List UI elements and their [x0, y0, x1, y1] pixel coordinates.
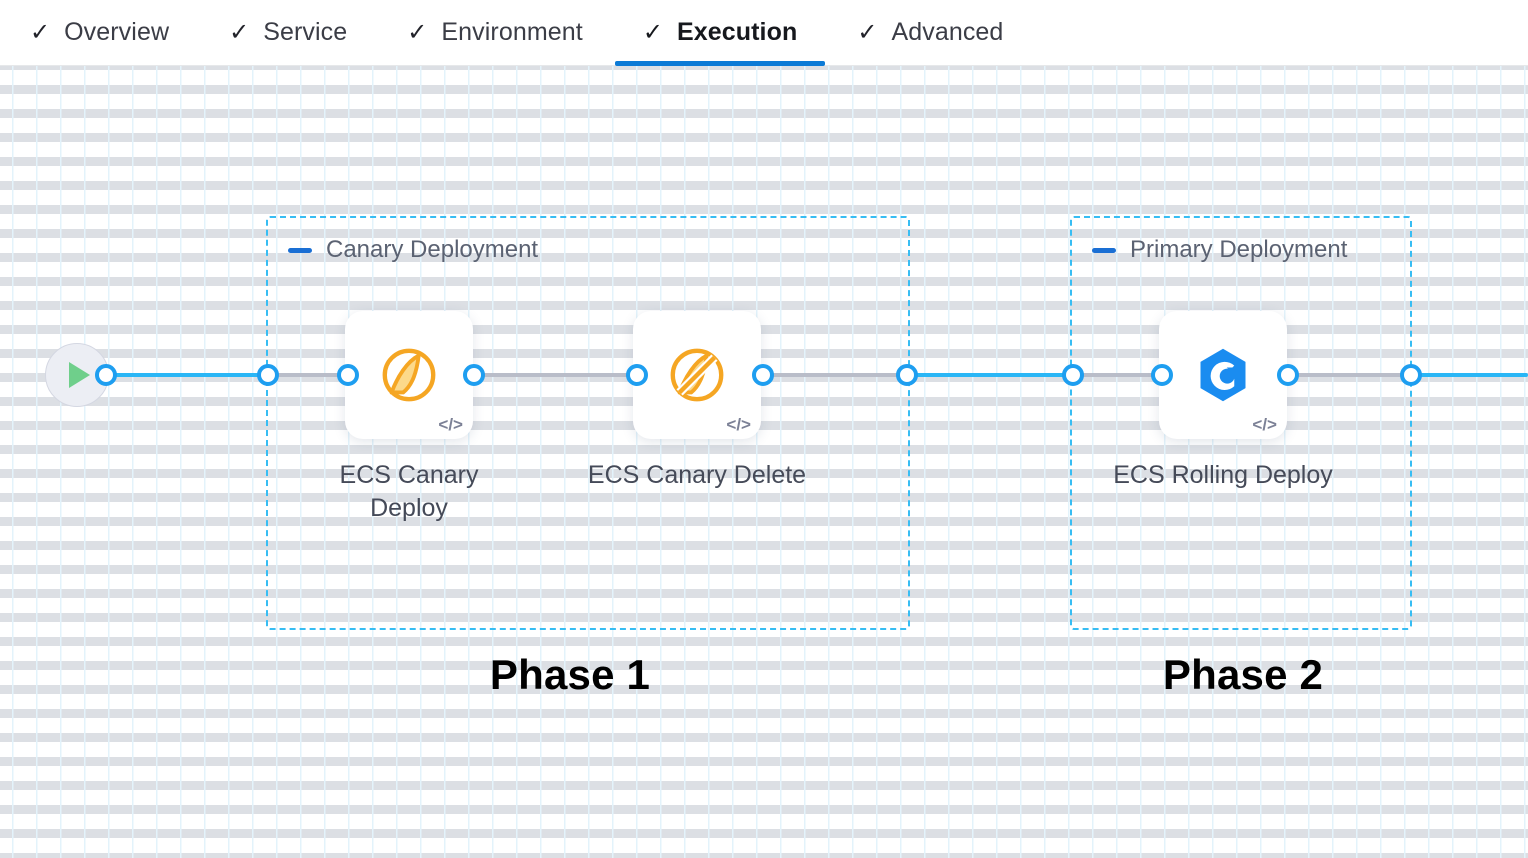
- ecs-rolling-deploy-icon: [1159, 311, 1287, 439]
- tab-overview[interactable]: ✓ Overview: [0, 0, 199, 66]
- stage-group-primary-deployment[interactable]: Primary Deployment: [1070, 216, 1412, 630]
- step-node-ecs-canary-delete[interactable]: </>: [633, 311, 761, 439]
- step-label-ecs-canary-delete: ECS Canary Delete: [587, 461, 807, 489]
- tab-execution[interactable]: ✓ Execution: [613, 0, 827, 66]
- group-title: Primary Deployment: [1130, 236, 1348, 263]
- ecs-canary-delete-icon: [633, 311, 761, 439]
- tab-label: Execution: [676, 18, 798, 46]
- check-icon: ✓: [857, 18, 878, 46]
- tab-advanced[interactable]: ✓ Advanced: [827, 0, 1033, 66]
- group-title: Canary Deployment: [326, 236, 539, 263]
- group-header: Primary Deployment: [1092, 236, 1347, 264]
- tab-label: Overview: [64, 18, 170, 46]
- step-label-ecs-canary-deploy: ECS Canary Deploy: [339, 461, 479, 523]
- edge-canary-group-to-primary-group: [906, 373, 1078, 377]
- edge-primary-in-to-rolling: [1074, 373, 1166, 377]
- step-node-ecs-canary-deploy[interactable]: </>: [345, 311, 473, 439]
- minus-icon[interactable]: [1092, 247, 1116, 253]
- code-icon[interactable]: </>: [438, 415, 463, 434]
- port-canary-group-output[interactable]: [896, 364, 918, 386]
- group-header: Canary Deployment: [288, 236, 538, 264]
- port-canary-delete-input[interactable]: [626, 364, 648, 386]
- pipeline-canvas[interactable]: Canary Deployment Primary Deployment: [0, 66, 1528, 858]
- edge-deploy-to-delete: [472, 373, 644, 377]
- edge-rolling-to-primary-out: [1286, 373, 1416, 377]
- port-rolling-deploy-output[interactable]: [1277, 364, 1299, 386]
- tab-label: Service: [263, 18, 348, 46]
- annotation-phase-2: Phase 2: [1162, 651, 1324, 698]
- port-primary-group-output[interactable]: [1400, 364, 1422, 386]
- port-start-output[interactable]: [95, 364, 117, 386]
- port-canary-deploy-input[interactable]: [337, 364, 359, 386]
- tab-label: Environment: [441, 18, 583, 46]
- edge-primary-group-to-next: [1414, 373, 1528, 377]
- edge-delete-to-group-out: [762, 373, 914, 377]
- port-primary-group-input[interactable]: [1062, 364, 1084, 386]
- check-icon: ✓: [30, 18, 51, 46]
- port-canary-group-input[interactable]: [257, 364, 279, 386]
- port-canary-delete-output[interactable]: [752, 364, 774, 386]
- ecs-canary-deploy-icon: [345, 311, 473, 439]
- edge-start-to-canary-group: [104, 373, 276, 377]
- port-rolling-deploy-input[interactable]: [1151, 364, 1173, 386]
- annotation-phase-1: Phase 1: [489, 651, 651, 698]
- tab-environment[interactable]: ✓ Environment: [377, 0, 613, 66]
- port-canary-deploy-output[interactable]: [463, 364, 485, 386]
- code-icon[interactable]: </>: [1252, 415, 1277, 434]
- tab-service[interactable]: ✓ Service: [199, 0, 377, 66]
- play-icon: [69, 362, 90, 388]
- check-icon: ✓: [229, 18, 250, 46]
- check-icon: ✓: [642, 18, 663, 46]
- code-icon[interactable]: </>: [726, 415, 751, 434]
- minus-icon[interactable]: [288, 247, 312, 253]
- edge-group-in-to-deploy: [274, 373, 356, 377]
- check-icon: ✓: [407, 18, 428, 46]
- tab-label: Advanced: [891, 18, 1004, 46]
- wizard-tab-bar: ✓ Overview ✓ Service ✓ Environment ✓ Exe…: [0, 0, 1528, 66]
- step-node-ecs-rolling-deploy[interactable]: </>: [1159, 311, 1287, 439]
- stage-group-canary-deployment[interactable]: Canary Deployment: [266, 216, 910, 630]
- step-label-ecs-rolling-deploy: ECS Rolling Deploy: [1113, 461, 1333, 489]
